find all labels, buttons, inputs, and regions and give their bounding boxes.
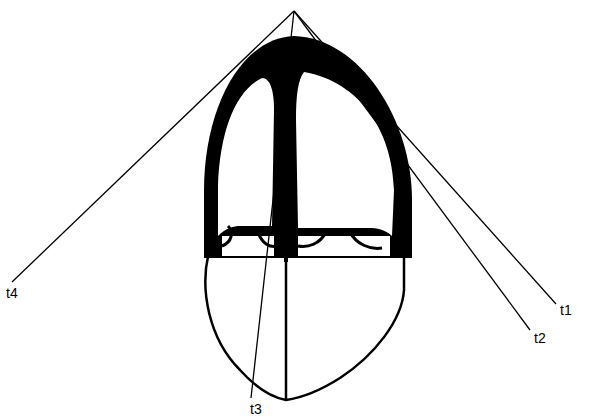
valve-leaflet (298, 232, 326, 246)
scan-line (294, 11, 530, 330)
septum (284, 228, 288, 262)
atrial-septum (285, 250, 288, 400)
ventricle-cavity (218, 78, 274, 236)
ventricle-cavity (296, 72, 394, 236)
valve-leaflet (222, 226, 231, 246)
scan-line-label: t3 (250, 402, 262, 416)
atria-outline (205, 248, 404, 400)
scan-line (251, 11, 294, 398)
ventricle-wall (204, 36, 412, 258)
scan-line-label: t2 (534, 331, 546, 345)
scan-line-label: t1 (560, 303, 572, 317)
scan-line (294, 11, 556, 304)
scan-line (12, 11, 294, 282)
scan-line-label: t4 (6, 286, 18, 300)
valve-leaflet (350, 232, 382, 248)
